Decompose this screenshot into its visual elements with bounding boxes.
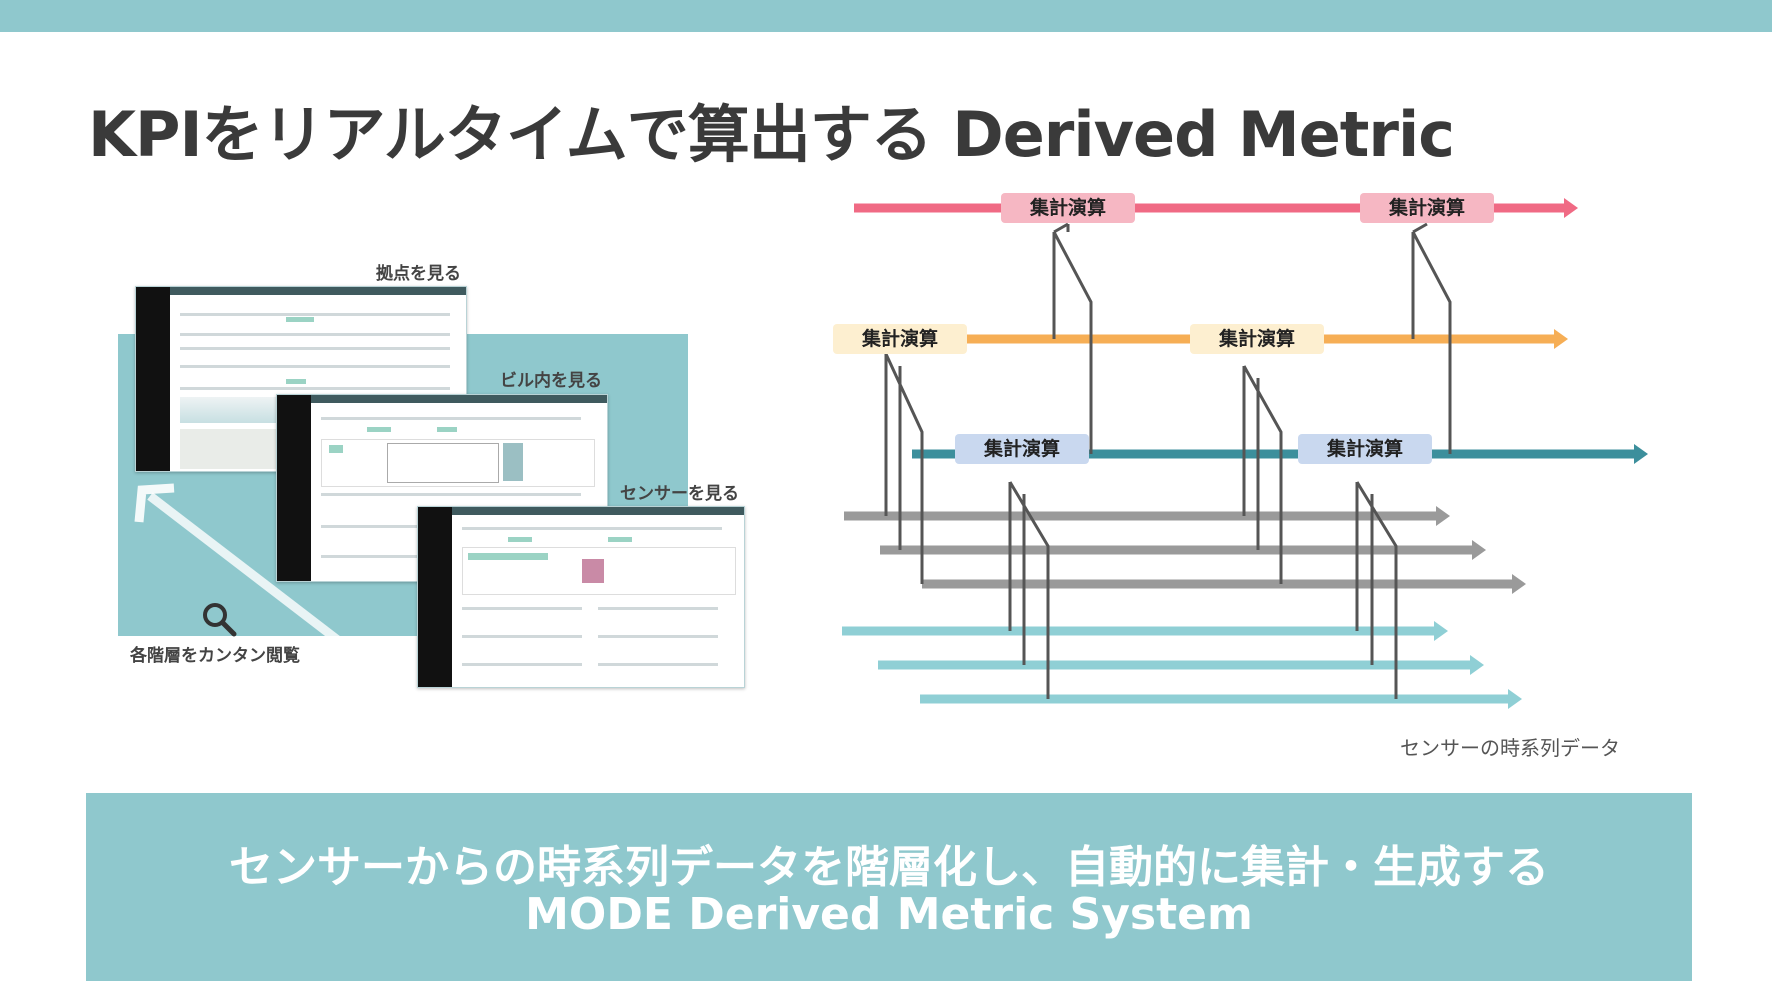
sensor-view-label: センサーを見る — [620, 484, 739, 504]
aggregate-box: 集計演算 — [1190, 324, 1324, 354]
building-view-label: ビル内を見る — [500, 371, 602, 391]
diagram-caption: センサーの時系列データ — [1400, 736, 1620, 760]
gray-arrowhead — [1436, 506, 1450, 526]
level1-arrowhead — [1564, 198, 1578, 218]
banner-line-1: センサーからの時系列データを階層化し、自動的に集計・生成する — [229, 842, 1549, 893]
page-title: KPIをリアルタイムで算出する Derived Metric — [88, 98, 1455, 171]
site-view-screenshot — [135, 286, 467, 472]
aggregate-box: 集計演算 — [1298, 434, 1432, 464]
top-accent-bar — [0, 0, 1772, 32]
gray-arrowhead — [1512, 574, 1526, 594]
site-view-label: 拠点を見る — [376, 264, 461, 284]
summary-banner: センサーからの時系列データを階層化し、自動的に集計・生成する MODE Deri… — [86, 793, 1692, 981]
sensor-view-screenshot — [417, 506, 745, 688]
aggregate-box: 集計演算 — [955, 434, 1089, 464]
browse-label: 各階層をカンタン閲覧 — [130, 646, 300, 666]
banner-line-2: MODE Derived Metric System — [525, 889, 1253, 940]
gray-arrowhead — [1472, 540, 1486, 560]
aggregate-box: 集計演算 — [1001, 193, 1135, 223]
teal-arrowhead — [1470, 655, 1484, 675]
teal-arrowhead — [1434, 621, 1448, 641]
connector-lines — [884, 222, 1452, 699]
aggregate-box: 集計演算 — [833, 324, 967, 354]
search-icon — [203, 603, 237, 637]
level2-arrowhead — [1554, 329, 1568, 349]
teal-arrowhead — [1508, 689, 1522, 709]
level3-arrowhead — [1634, 444, 1648, 464]
aggregate-box: 集計演算 — [1360, 193, 1494, 223]
